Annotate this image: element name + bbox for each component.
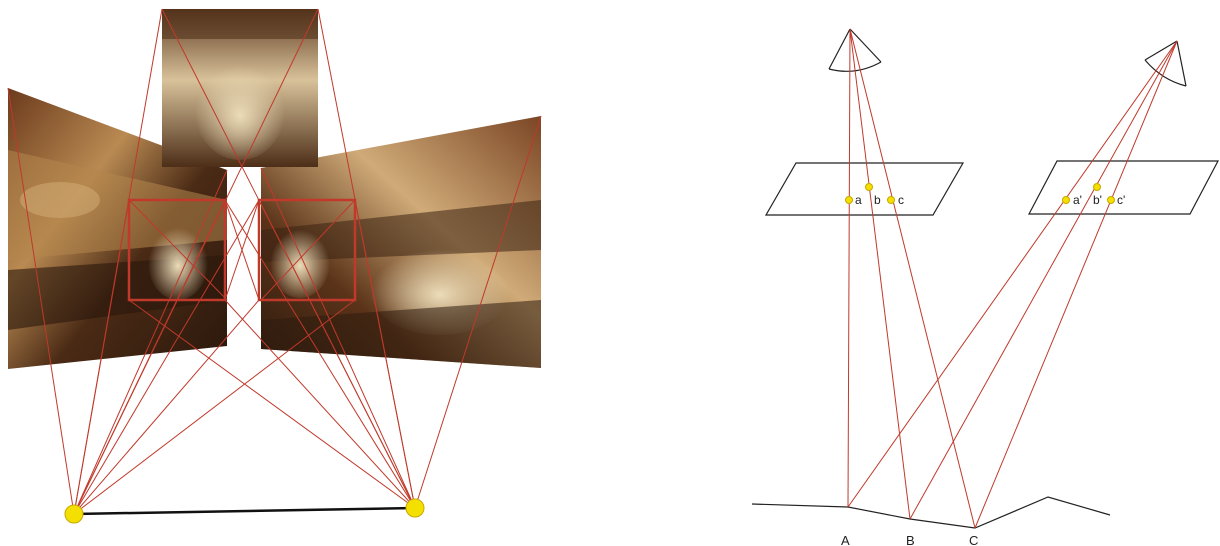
image-point-a-prime	[1063, 197, 1070, 204]
image-point-c	[888, 197, 895, 204]
image-point-b	[866, 184, 873, 191]
ground-label-c: C	[969, 533, 978, 546]
label-a-prime: a'	[1073, 193, 1082, 207]
right-camera-marker	[406, 499, 424, 517]
ground-label-a: A	[841, 533, 850, 546]
right-camera-icon	[1145, 41, 1186, 86]
label-a: a	[855, 193, 862, 207]
ground-label-b: B	[906, 533, 915, 546]
terrain-profile	[752, 497, 1110, 528]
label-b: b	[874, 193, 881, 207]
left-panel	[8, 9, 541, 523]
top-photo	[162, 9, 318, 167]
label-c-prime: c'	[1117, 193, 1125, 207]
label-c: c	[898, 193, 904, 207]
image-point-a	[846, 197, 853, 204]
projection-rays	[848, 29, 1177, 528]
image-point-c-prime	[1108, 197, 1115, 204]
right-panel: a b c a' b' c' A B C	[752, 29, 1218, 546]
baseline	[74, 508, 415, 514]
left-image-plane	[766, 163, 963, 215]
left-camera-marker	[65, 505, 83, 523]
label-b-prime: b'	[1093, 193, 1102, 207]
image-point-b-prime	[1094, 184, 1101, 191]
